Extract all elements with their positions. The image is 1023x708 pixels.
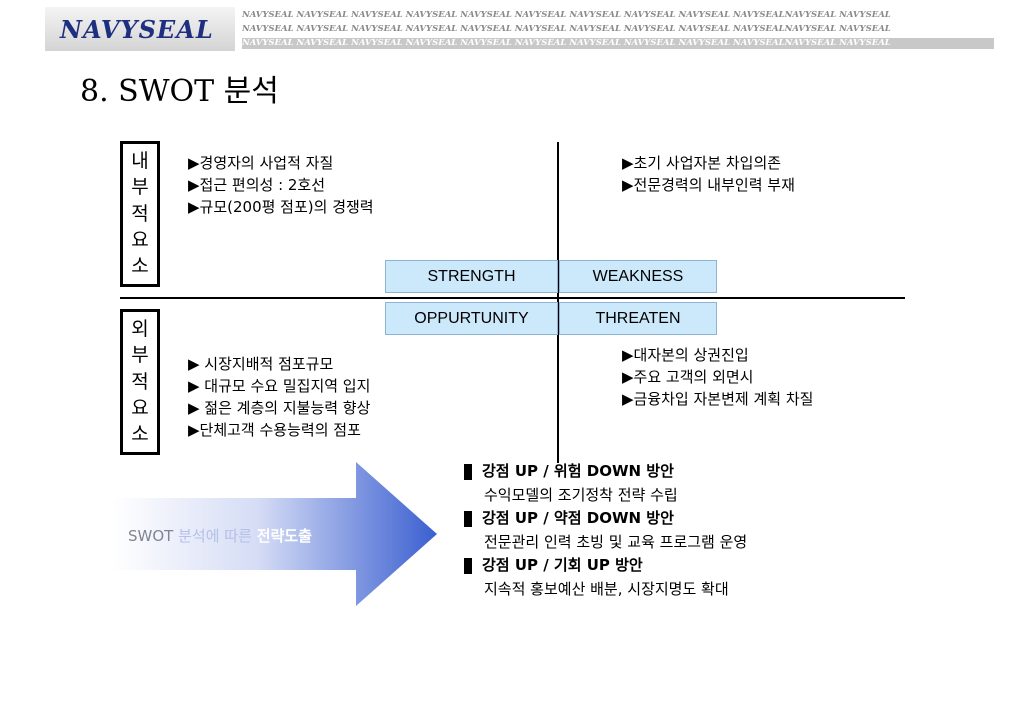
opportunities-list: ▶ 시장지배적 점포규모 ▶ 대규모 수요 밀집지역 입지 ▶ 젊은 계층의 지… bbox=[188, 353, 370, 441]
header-band-row: NAVYSEAL NAVYSEAL NAVYSEAL NAVYSEAL NAVY… bbox=[242, 10, 891, 20]
bullet-square-icon bbox=[464, 557, 472, 574]
strength-cell: STRENGTH bbox=[385, 260, 558, 293]
list-item: ▶규모(200평 점포)의 경쟁력 bbox=[188, 198, 374, 216]
strategy-heading: 강점 UP / 기회 UP 방안 bbox=[464, 554, 747, 578]
opportunity-cell: OPPURTUNITY bbox=[385, 302, 558, 335]
strategy-heading-text: 강점 UP / 기회 UP 방안 bbox=[482, 556, 643, 574]
label-char: 소 bbox=[131, 423, 149, 446]
list-item: ▶단체고객 수용능력의 점포 bbox=[188, 421, 361, 439]
list-item: ▶경영자의 사업적 자질 bbox=[188, 154, 334, 172]
strategy-body: 수익모델의 조기정착 전략 수립 bbox=[484, 485, 678, 504]
vertical-axis bbox=[557, 142, 559, 463]
strategy-heading-text: 강점 UP / 약점 DOWN 방안 bbox=[482, 509, 674, 527]
logo: NAVYSEAL bbox=[60, 15, 214, 44]
strengths-list: ▶경영자의 사업적 자질 ▶접근 편의성 : 2호선 ▶규모(200평 점포)의… bbox=[188, 152, 374, 218]
label-char: 소 bbox=[131, 255, 149, 278]
label-char: 적 bbox=[131, 202, 149, 225]
bullet-square-icon bbox=[464, 463, 472, 480]
list-item: ▶주요 고객의 외면시 bbox=[622, 368, 754, 386]
strategy-heading-text: 강점 UP / 위험 DOWN 방안 bbox=[482, 462, 674, 480]
strategy-list: 강점 UP / 위험 DOWN 방안 수익모델의 조기정착 전략 수립 강점 U… bbox=[464, 460, 747, 601]
label-char: 부 bbox=[131, 176, 149, 199]
strategy-heading: 강점 UP / 약점 DOWN 방안 bbox=[464, 507, 747, 531]
page-title: 8. SWOT 분석 bbox=[80, 74, 279, 109]
strategy-heading: 강점 UP / 위험 DOWN 방안 bbox=[464, 460, 747, 484]
label-char: 외 bbox=[131, 317, 149, 340]
list-item: ▶ 젊은 계층의 지불능력 향상 bbox=[188, 399, 371, 417]
list-item: ▶대자본의 상권진입 bbox=[622, 346, 749, 364]
label-char: 부 bbox=[131, 344, 149, 367]
logo-background bbox=[45, 7, 235, 51]
arrow-text-part: 분석에 bbox=[178, 527, 220, 545]
internal-factors-label: 내 부 적 요 소 bbox=[120, 141, 160, 287]
list-item: ▶전문경력의 내부인력 부재 bbox=[622, 176, 795, 194]
arrow-text-part: SWOT bbox=[128, 527, 174, 545]
horizontal-axis bbox=[120, 297, 905, 299]
header-band-row: NAVYSEAL NAVYSEAL NAVYSEAL NAVYSEAL NAVY… bbox=[242, 38, 994, 49]
list-item: ▶ 대규모 수요 밀집지역 입지 bbox=[188, 377, 371, 395]
arrow-text-part: 따른 bbox=[224, 527, 252, 545]
list-item: ▶초기 사업자본 차입의존 bbox=[622, 154, 782, 172]
list-item: ▶접근 편의성 : 2호선 bbox=[188, 176, 326, 194]
strategy-body: 전문관리 인력 초빙 및 교육 프로그램 운영 bbox=[484, 532, 748, 551]
weaknesses-list: ▶초기 사업자본 차입의존 ▶전문경력의 내부인력 부재 bbox=[622, 152, 795, 196]
strategy-body: 지속적 홍보예산 배분, 시장지명도 확대 bbox=[484, 579, 729, 598]
external-factors-label: 외 부 적 요 소 bbox=[120, 309, 160, 455]
arrow-caption: SWOT 분석에 따른 전략도출 bbox=[128, 525, 312, 546]
strategy-arrow-icon bbox=[112, 462, 437, 606]
weakness-cell: WEAKNESS bbox=[559, 260, 717, 293]
bullet-square-icon bbox=[464, 510, 472, 527]
list-item: ▶ 시장지배적 점포규모 bbox=[188, 355, 334, 373]
arrow-text-emphasis: 전략도출 bbox=[256, 527, 312, 545]
label-char: 적 bbox=[131, 370, 149, 393]
threat-cell: THREATEN bbox=[559, 302, 717, 335]
label-char: 요 bbox=[131, 396, 149, 419]
label-char: 요 bbox=[131, 228, 149, 251]
header-band-row: NAVYSEAL NAVYSEAL NAVYSEAL NAVYSEAL NAVY… bbox=[242, 24, 891, 34]
threats-list: ▶대자본의 상권진입 ▶주요 고객의 외면시 ▶금융차입 자본변제 계획 차질 bbox=[622, 344, 813, 410]
label-char: 내 bbox=[131, 149, 149, 172]
list-item: ▶금융차입 자본변제 계획 차질 bbox=[622, 390, 814, 408]
